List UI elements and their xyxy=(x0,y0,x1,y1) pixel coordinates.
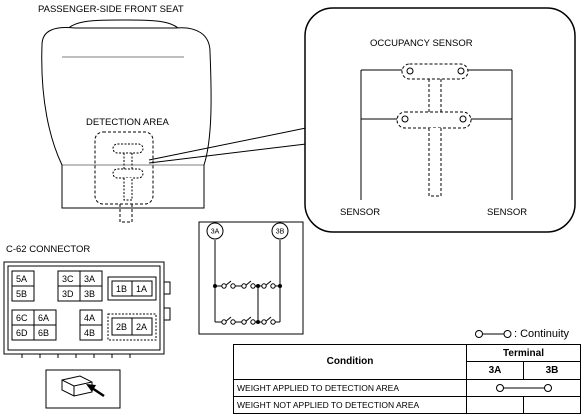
continuity-symbol-icon xyxy=(475,330,512,339)
connector-cell: 6C xyxy=(16,313,28,323)
connector-cell: 3D xyxy=(62,289,74,299)
continuity-table: Condition Terminal 3A 3B WEIGHT APPLIED … xyxy=(233,343,581,415)
sensor-contacts xyxy=(401,67,467,123)
connector-cell: 4A xyxy=(84,313,95,323)
continuity-legend-text: : Continuity xyxy=(514,328,570,340)
continuity-cell xyxy=(466,378,581,397)
table-row: WEIGHT NOT APPLIED TO DETECTION AREA xyxy=(233,395,581,415)
connector-title: C-62 CONNECTOR xyxy=(6,244,90,255)
connector-cell-labels: 5A 5B 3C 3A 3D 3B 1B 1A 6C 6A 6D 6B 4A 4… xyxy=(16,274,147,338)
connector-cell: 2B xyxy=(116,322,127,332)
terminal-3b-marker xyxy=(271,222,289,240)
occupancy-sensor-zoom: OCCUPANCY SENSOR SENSOR SENSOR xyxy=(304,7,576,233)
terminal-header: Terminal xyxy=(466,343,581,363)
connector-cell: 5A xyxy=(16,274,27,284)
switch-circuit: 3A 3B xyxy=(198,221,304,335)
detection-area-label: DETECTION AREA xyxy=(86,117,170,128)
empty-cell xyxy=(523,395,581,415)
terminal-col-3b: 3B xyxy=(523,361,581,380)
detection-sensor-small xyxy=(112,143,144,201)
connector-cell: 3C xyxy=(62,274,74,284)
table-header-row: Condition Terminal xyxy=(233,343,581,380)
condition-cell: WEIGHT APPLIED TO DETECTION AREA xyxy=(233,378,467,397)
continuity-symbol-icon xyxy=(495,383,552,392)
detection-area xyxy=(94,131,154,223)
connector-cell: 6A xyxy=(38,313,49,323)
connector-cell: 6D xyxy=(16,328,28,338)
continuity-legend: : Continuity xyxy=(474,328,584,342)
condition-header: Condition xyxy=(233,344,467,380)
connector-cell: 6B xyxy=(38,328,49,338)
empty-cell xyxy=(466,395,524,415)
connector-cell: 3A xyxy=(84,274,95,284)
connector-view-icon xyxy=(45,369,121,409)
table-subheader-row: 3A 3B xyxy=(234,361,581,380)
c62-connector xyxy=(3,261,171,358)
seat-illustration xyxy=(41,19,212,209)
terminal-col-3a: 3A xyxy=(466,361,524,380)
connector-cell: 1B xyxy=(116,284,127,294)
connector-cell: 4B xyxy=(84,328,95,338)
callout-leader xyxy=(148,127,307,164)
occupancy-sensor-label: OCCUPANCY SENSOR xyxy=(370,38,473,49)
sensor-left-label: SENSOR xyxy=(340,207,380,218)
connector-cell: 2A xyxy=(136,322,147,332)
connector-cell: 3B xyxy=(84,289,95,299)
terminal-3b-label: 3B xyxy=(276,229,285,236)
terminal-3a-marker xyxy=(206,222,224,240)
sensor-right-label: SENSOR xyxy=(487,207,527,218)
connector-cell: 1A xyxy=(136,284,147,294)
seat-label: PASSENGER-SIDE FRONT SEAT xyxy=(38,4,184,15)
condition-cell: WEIGHT NOT APPLIED TO DETECTION AREA xyxy=(233,395,467,415)
table-row: WEIGHT APPLIED TO DETECTION AREA xyxy=(233,378,581,397)
connector-cell: 5B xyxy=(16,289,27,299)
terminal-3a-label: 3A xyxy=(211,229,220,236)
